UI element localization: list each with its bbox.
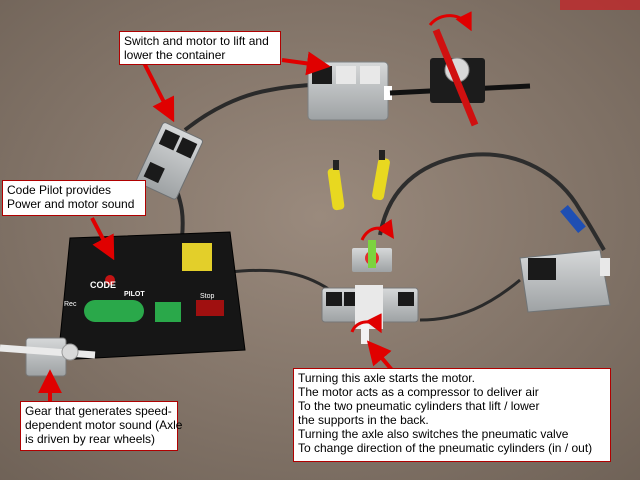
callout-lift-switch: Switch and motor to lift and lower the c… [119,31,281,65]
code-pilot-rec-label: Rec [64,301,77,308]
arrow-to-switch [138,54,175,123]
red-object-top-right [560,0,640,10]
code-pilot-brand-right: PILOT [124,291,145,298]
arrow-to-axle [366,340,394,372]
code-pilot-stop-label: Stop [200,293,215,300]
callout-axle-motor: Turning this axle starts the motor. The … [293,368,611,462]
blue-connector [560,205,586,233]
rotation-arrow-valve-top [360,219,394,241]
callout-line: lower the container [124,48,226,62]
cable-top [183,83,311,132]
gear-assembly [0,337,96,377]
code-pilot: CODE PILOT Rec Stop [57,231,246,361]
callout-line: To the two pneumatic cylinders that lift… [298,399,540,413]
rotation-arrow-valve-bottom [350,313,382,334]
callout-line: The motor acts as a compressor to delive… [298,385,539,399]
right-motor [519,249,611,313]
arrow-to-code-pilot [90,217,115,261]
arrow-to-top-motor [281,51,331,76]
callout-line: Gear that generates speed- [25,404,172,418]
callout-gear-sound: Gear that generates speed- dependent mot… [20,401,183,451]
callout-line: Switch and motor to lift and [124,34,269,48]
cable-pilot-to-valve [229,268,331,292]
callout-line: dependent motor sound (Axle [25,418,183,432]
pneumatic-cylinders [327,150,390,211]
code-pilot-brand-left: CODE [90,280,116,290]
callout-code-pilot: Code Pilot provides Power and motor soun… [2,180,146,216]
callout-line: To change direction of the pneumatic cyl… [298,441,593,455]
callout-line: Code Pilot provides [7,183,112,197]
callout-line: the supports in the back. [298,413,429,427]
switch-block [136,122,203,200]
rotation-arrow-top [428,11,472,32]
callout-line: Turning this axle starts the motor. [298,371,475,385]
top-motor [307,61,392,121]
callout-line: is driven by rear wheels) [25,432,156,446]
callout-line: Turning the axle also switches the pneum… [298,427,569,441]
callout-line: Power and motor sound [7,197,135,211]
cable-right-loop [378,152,606,252]
red-axle [432,28,479,127]
cable-valve-to-motor [419,278,521,322]
